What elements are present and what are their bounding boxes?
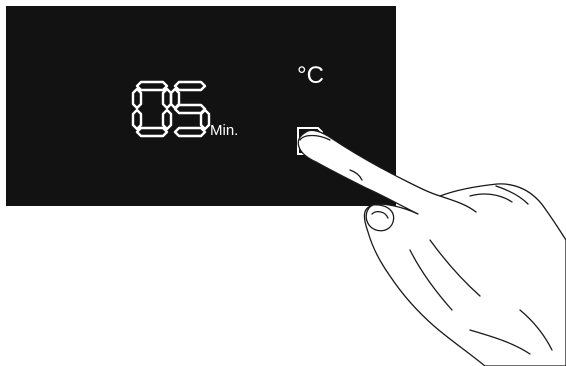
- temperature-unit-label: °C: [297, 62, 324, 89]
- timer-unit-label: Min.: [210, 122, 238, 139]
- pointing-hand-icon: [298, 130, 566, 366]
